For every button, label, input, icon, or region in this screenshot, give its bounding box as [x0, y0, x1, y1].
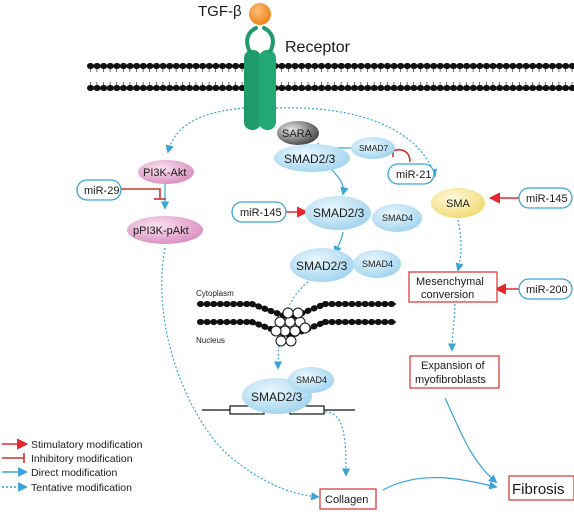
- tgf-beta-label: TGF-β: [198, 3, 242, 20]
- mir29-node: [76, 179, 122, 201]
- smad23-label-nucleus: SMAD2/3: [251, 390, 303, 404]
- mesenchymal-label-line2: conversion: [421, 289, 474, 301]
- legend-direct-label: Direct modification: [31, 467, 118, 479]
- mir145-node-smad: [231, 201, 287, 223]
- collagen-box: [319, 488, 377, 510]
- smad4-node-nucleus: [288, 367, 334, 393]
- mir200-label: miR-200: [526, 284, 568, 296]
- mir29-label: miR-29: [84, 185, 119, 197]
- nuclear-pore: [270, 307, 311, 347]
- smad23-label-receptor: SMAD2/3: [284, 152, 336, 166]
- cell-membrane: [87, 63, 574, 91]
- smad23-node-complex: [290, 248, 354, 282]
- sara-label: SARA: [282, 128, 313, 140]
- fibrosis-box: [508, 475, 574, 501]
- smad4-label-cytoplasm: SMAD4: [382, 213, 413, 223]
- smad23-node-cytoplasm: [305, 196, 371, 230]
- tgf-beta-ligand: [249, 3, 271, 25]
- mesenchymal-conversion-box: [408, 271, 498, 303]
- fibrosis-label: Fibrosis: [512, 481, 565, 498]
- mir21-node: [387, 163, 435, 185]
- smad7-node: [351, 137, 395, 159]
- smad7-label: SMAD7: [359, 143, 389, 153]
- expansion-myofibroblasts-box: [409, 355, 500, 389]
- receptor-label: Receptor: [285, 39, 351, 56]
- smad23-label-cytoplasm: SMAD2/3: [313, 206, 365, 220]
- mir21-label: miR-21: [396, 169, 431, 181]
- mir200-node: [518, 278, 573, 300]
- sma-node: [431, 188, 485, 218]
- tgf-beta-receptor: [244, 26, 276, 130]
- pi3k-akt-node: [138, 160, 194, 184]
- smad23-label-complex: SMAD2/3: [296, 259, 348, 273]
- nucleus-label: Nucleus: [196, 336, 225, 345]
- mir145-label-smad: miR-145: [240, 207, 282, 219]
- smad23-node-receptor: [274, 144, 350, 172]
- legend-inhibitory-swatch: [2, 453, 25, 463]
- ppi3k-pakt-label: pPI3K-pAkt: [133, 225, 189, 237]
- cytoplasm-label: Cytoplasm: [196, 289, 234, 298]
- pi3k-akt-label: PI3K-Akt: [143, 167, 186, 179]
- expansion-label-line1: Expansion of: [421, 360, 486, 372]
- legend-stimulatory-label: Stimulatory modification: [31, 439, 143, 451]
- tentative-arrows: [161, 107, 464, 501]
- ppi3k-pakt-node: [127, 216, 203, 244]
- legend-tentative-label: Tentative modification: [31, 482, 132, 494]
- smad4-label-nucleus: SMAD4: [296, 375, 327, 385]
- smad4-node-cytoplasm: [372, 204, 422, 232]
- smad4-label-complex: SMAD4: [362, 259, 393, 269]
- mirna-nodes: miR-29 miR-21 miR-145 miR-145 miR-200: [76, 163, 573, 300]
- expansion-label-line2: myofibroblasts: [415, 374, 486, 386]
- legend: Stimulatory modification Inhibitory modi…: [2, 438, 143, 494]
- mir145-label-sma: miR-145: [526, 193, 568, 205]
- stimulatory-arrows: [285, 192, 520, 295]
- mir145-node-sma: [518, 187, 573, 209]
- collagen-label: Collagen: [325, 494, 368, 506]
- mesenchymal-label-line1: Mesenchymal: [416, 276, 484, 288]
- smad4-node-complex: [353, 250, 401, 278]
- legend-inhibitory-label: Inhibitory modification: [31, 453, 133, 465]
- sma-label: SMA: [446, 198, 471, 210]
- sara-node: [277, 121, 319, 145]
